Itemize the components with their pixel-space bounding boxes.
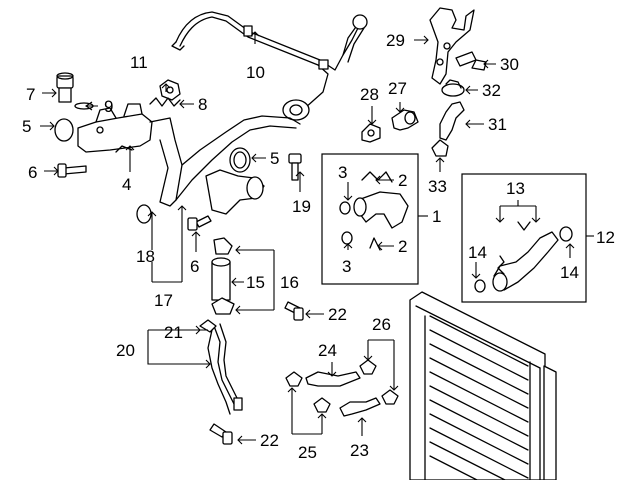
callout-6a: 6 [28, 163, 37, 182]
callout-6b: 6 [190, 257, 199, 276]
part-radiator [409, 291, 557, 480]
callout-18: 18 [136, 247, 155, 266]
callout-15: 15 [246, 273, 265, 292]
callout-33: 33 [428, 177, 447, 196]
part-flange-32 [441, 79, 465, 97]
callout-8: 8 [198, 95, 207, 114]
part-o-ring-18 [136, 204, 152, 224]
callout-21: 21 [164, 323, 183, 342]
part-o-ring-5b [229, 147, 251, 173]
part-hose-27 [391, 109, 419, 131]
callout-5b: 5 [270, 149, 279, 168]
callout-10: 10 [246, 63, 265, 82]
part-sensor-11 [159, 79, 181, 101]
part-pipe-29 [429, 7, 475, 85]
callout-11: 11 [130, 53, 148, 72]
part-bolt-6b [187, 215, 212, 231]
callout-3b: 3 [342, 257, 351, 276]
part-coolant-pipe-4 [77, 103, 301, 215]
part-hose-23 [339, 397, 381, 417]
callout-9: 9 [104, 97, 113, 116]
callout-16: 16 [280, 273, 299, 292]
callout-22a: 22 [328, 305, 347, 324]
callout-27: 27 [388, 79, 407, 98]
callout-25: 25 [298, 443, 317, 462]
part-hose-15 [211, 237, 235, 315]
callout-12: 12 [596, 228, 615, 247]
callout-26: 26 [372, 315, 391, 334]
group-box-12 [461, 173, 587, 303]
callout-13: 13 [506, 179, 525, 198]
callout-30: 30 [500, 55, 519, 74]
callout-31: 31 [488, 115, 507, 134]
part-clamp-26a [359, 359, 377, 375]
part-housing-7 [56, 72, 74, 103]
callout-22b: 22 [260, 431, 279, 450]
part-hose-31 [439, 101, 465, 141]
part-clip-8 [149, 97, 181, 107]
callout-2b: 2 [398, 237, 407, 256]
part-hose-24 [305, 371, 361, 387]
part-o-ring-5a [54, 118, 74, 142]
group-box-1 [321, 153, 419, 285]
callout-32: 32 [482, 81, 501, 100]
part-bolt-22a [284, 301, 304, 321]
callout-19: 19 [292, 197, 311, 216]
callout-3a: 3 [338, 163, 347, 182]
part-box-1-hose [339, 171, 409, 251]
part-bypass-pipe-10 [171, 11, 368, 121]
part-clamp-33 [431, 139, 449, 157]
part-clamp-26b [381, 389, 399, 405]
callout-14a: 14 [468, 243, 487, 262]
part-bolt-19 [288, 153, 302, 181]
callout-labels: 1 2 2 3 3 4 5 5 6 6 7 8 9 10 11 12 13 14… [22, 31, 615, 462]
part-bolt-30 [455, 51, 487, 71]
part-box-12-hose [474, 221, 573, 293]
callout-7: 7 [26, 85, 35, 104]
callout-14b: 14 [560, 263, 579, 282]
callout-2a: 2 [398, 171, 407, 190]
part-bolt-22b [209, 423, 233, 445]
callout-1: 1 [432, 207, 441, 226]
callout-28: 28 [360, 85, 379, 104]
callout-5a: 5 [22, 117, 31, 136]
callout-29: 29 [386, 31, 405, 50]
part-clamp-25b [313, 397, 331, 413]
callout-20: 20 [116, 341, 135, 360]
callout-4: 4 [122, 175, 131, 194]
part-pipe-20 [205, 321, 243, 415]
part-clamp-28 [361, 123, 381, 143]
part-bolt-6a [57, 163, 87, 178]
callout-17: 17 [154, 291, 173, 310]
callout-24: 24 [318, 341, 337, 360]
callout-23: 23 [350, 441, 369, 460]
leader-lines [40, 31, 594, 445]
part-clamp-25a [285, 371, 303, 387]
